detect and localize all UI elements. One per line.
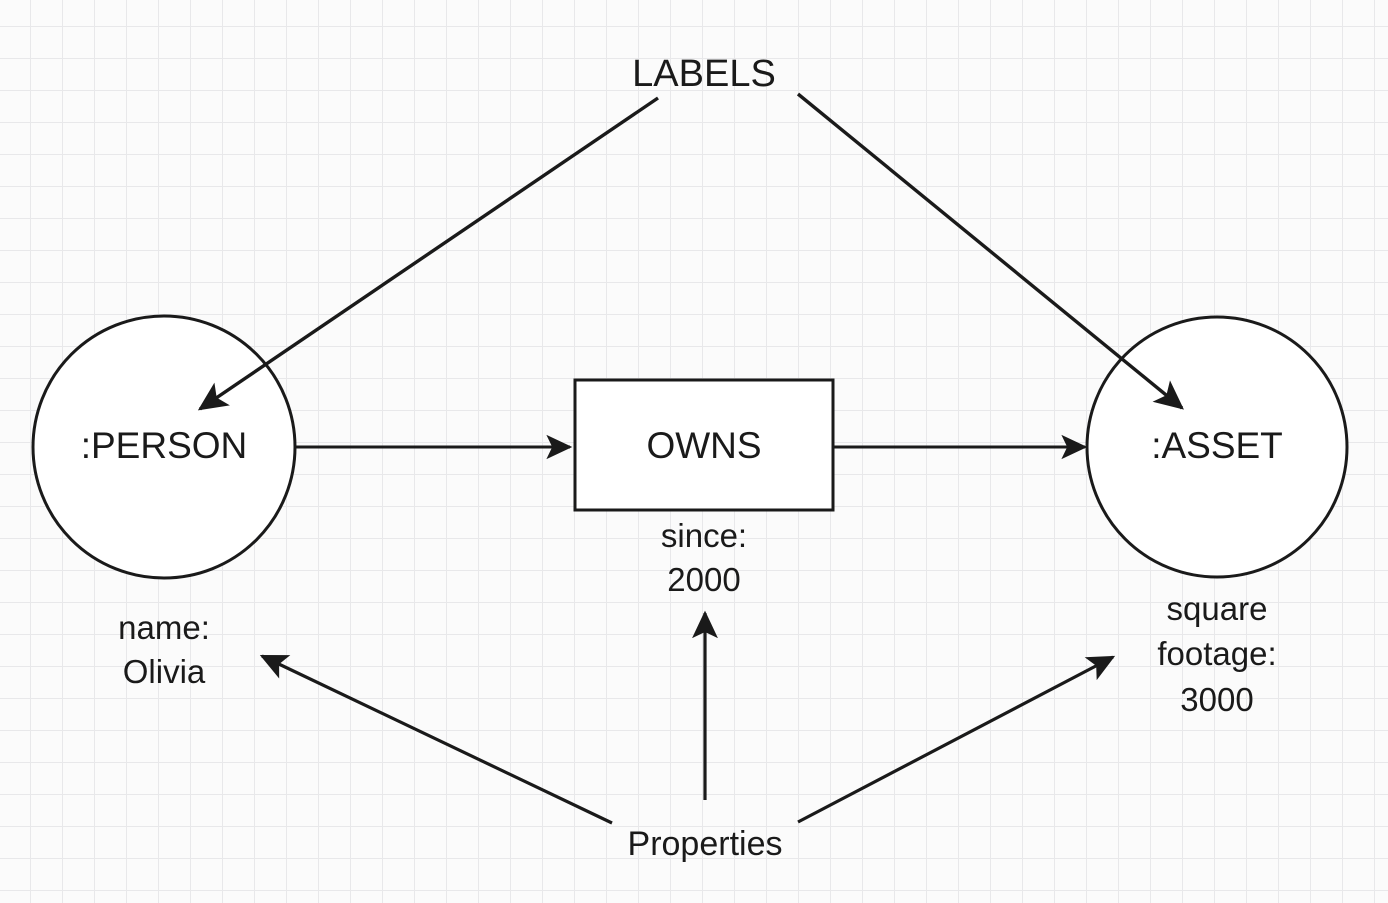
properties-annotation-text: Properties — [627, 825, 783, 863]
labels-annotation-text: LABELS — [632, 53, 776, 95]
node-asset-label: :ASSET — [1151, 425, 1283, 466]
relationship-owns-label: OWNS — [646, 425, 762, 466]
relationship-owns-rect[interactable] — [573, 378, 835, 512]
annotation-properties-to-asset-props — [797, 655, 1116, 824]
node-person-property-value: Olivia — [122, 653, 206, 690]
annotation-labels-to-asset — [796, 92, 1184, 410]
relationship-owns-property-value: 2000 — [667, 561, 741, 598]
node-person-label: :PERSON — [80, 425, 248, 466]
node-person-circle[interactable] — [31, 314, 297, 580]
node-asset-property-key-line2: footage: — [1157, 635, 1277, 672]
relationship-owns-property-key: since: — [660, 517, 748, 554]
node-asset-property-value: 3000 — [1180, 681, 1254, 718]
node-person-property-key: name: — [118, 609, 210, 646]
node-asset-property-key-line1: square — [1166, 590, 1268, 627]
annotation-labels-to-person — [197, 96, 659, 411]
annotation-properties-to-person-props — [259, 654, 613, 825]
